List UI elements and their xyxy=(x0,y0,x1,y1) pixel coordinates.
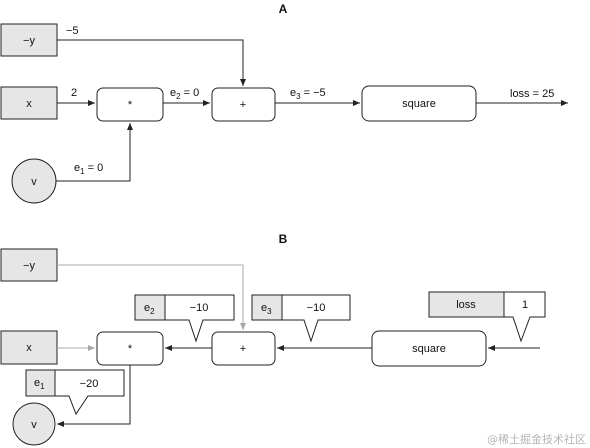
panel-b-e3-callout: e3 −10 xyxy=(251,294,351,343)
panel-b-v-circle xyxy=(12,402,56,446)
panel-b-e2-sub: 2 xyxy=(150,307,155,316)
panel-a-add-node: + xyxy=(211,87,276,122)
panel-a-x-value: 2 xyxy=(71,87,77,99)
panel-b-neg-y-box xyxy=(0,248,58,282)
panel-b-e2-callout-name-cell xyxy=(134,294,166,321)
panel-b-e3-callout-value: −10 xyxy=(307,302,326,314)
panel-b-e2-callout-name: e2 xyxy=(144,302,155,316)
panel-a-v-node: v xyxy=(11,158,57,204)
panel-b-e3-sub: 3 xyxy=(267,307,272,316)
panel-a-e2-label: e2 = 0 xyxy=(170,87,199,101)
panel-a-e3-sub: 3 xyxy=(296,92,301,101)
panel-b-e1-callout-name: e1 xyxy=(34,377,45,391)
panel-b-v-node: v xyxy=(12,402,56,446)
panel-a-x-node: x xyxy=(0,86,58,120)
panel-a-neg-y-label: −y xyxy=(23,35,35,47)
panel-b-mul-label: * xyxy=(128,343,133,355)
panel-a-e1-base: e xyxy=(74,162,80,174)
panel-b-v-label: v xyxy=(31,419,37,431)
panel-b-e1-callout-value: −20 xyxy=(80,378,99,390)
panel-a: A −y x v * + square xyxy=(0,2,568,204)
panel-b-x-label: x xyxy=(26,342,32,354)
panel-b-e1-base: e xyxy=(34,377,40,389)
panel-b-mul-node: * xyxy=(96,331,164,366)
panel-b-square-node: square xyxy=(371,330,487,367)
panel-a-e1-label: e1 = 0 xyxy=(74,162,103,176)
panel-b-e2-callout: e2 −10 xyxy=(134,294,235,343)
panel-a-neg-y-node: −y xyxy=(0,23,58,57)
panel-b: B −y x v * + square xyxy=(0,232,546,446)
panel-a-neg-y-box xyxy=(0,23,58,57)
panel-b-loss-callout-name: loss xyxy=(456,299,476,311)
panel-a-add-label: + xyxy=(240,99,246,111)
panel-b-e2-base: e xyxy=(144,302,150,314)
panel-a-square-label: square xyxy=(402,98,436,110)
panel-b-mul-to-v-wire xyxy=(57,365,131,427)
panel-a-e1-rest: = 0 xyxy=(85,162,104,174)
panel-b-add-node: + xyxy=(211,331,276,366)
panel-a-e2-rest: = 0 xyxy=(181,87,200,99)
panel-b-square-label: square xyxy=(412,343,446,355)
panel-a-e1-sub: 1 xyxy=(80,167,85,176)
panel-b-x-node: x xyxy=(0,330,58,365)
panel-a-v-label: v xyxy=(31,176,37,188)
panel-a-mul-node: * xyxy=(96,87,164,122)
panel-b-e1-callout-name-cell xyxy=(25,369,56,397)
panel-a-add-box xyxy=(211,87,276,122)
panel-b-e1-sub: 1 xyxy=(40,382,45,391)
panel-b-loss-callout-value: 1 xyxy=(522,299,528,311)
panel-b-e3-callout-name-cell xyxy=(251,294,283,321)
panel-a-mul-label: * xyxy=(128,99,133,111)
panel-a-e3-label: e3 = −5 xyxy=(290,87,326,101)
panel-b-loss-callout: loss 1 xyxy=(428,291,546,343)
panel-a-neg-y-to-add-wire xyxy=(57,39,246,86)
watermark-text: @稀土掘金技术社区 xyxy=(487,432,586,446)
panel-b-x-box xyxy=(0,330,58,365)
panel-a-loss-label: loss = 25 xyxy=(510,88,554,100)
panel-a-x-label: x xyxy=(26,98,32,110)
panel-b-neg-y-node: −y xyxy=(0,248,58,282)
panel-b-e3-callout-name: e3 xyxy=(261,302,272,316)
panel-b-label: B xyxy=(279,232,288,246)
panel-a-label: A xyxy=(279,2,288,16)
panel-b-neg-y-to-add-wire xyxy=(57,264,246,330)
panel-b-add-label: + xyxy=(240,343,246,355)
panel-a-e2-sub: 2 xyxy=(176,92,181,101)
panel-a-e3-rest: = −5 xyxy=(301,87,326,99)
panel-a-e2-base: e xyxy=(170,87,176,99)
panel-b-neg-y-label: −y xyxy=(23,260,35,272)
panel-b-loss-callout-name-cell xyxy=(428,291,505,318)
panel-a-neg-y-value: −5 xyxy=(66,25,79,37)
panel-a-square-node: square xyxy=(361,85,477,122)
panel-b-e1-callout: e1 −20 xyxy=(25,369,125,416)
panel-a-x-box xyxy=(0,86,58,120)
panel-a-v-to-mul-wire xyxy=(56,123,133,182)
panel-a-mul-box xyxy=(96,87,164,122)
panel-b-e2-callout-value: −10 xyxy=(190,302,209,314)
panel-b-e3-base: e xyxy=(261,302,267,314)
panel-a-e3-base: e xyxy=(290,87,296,99)
